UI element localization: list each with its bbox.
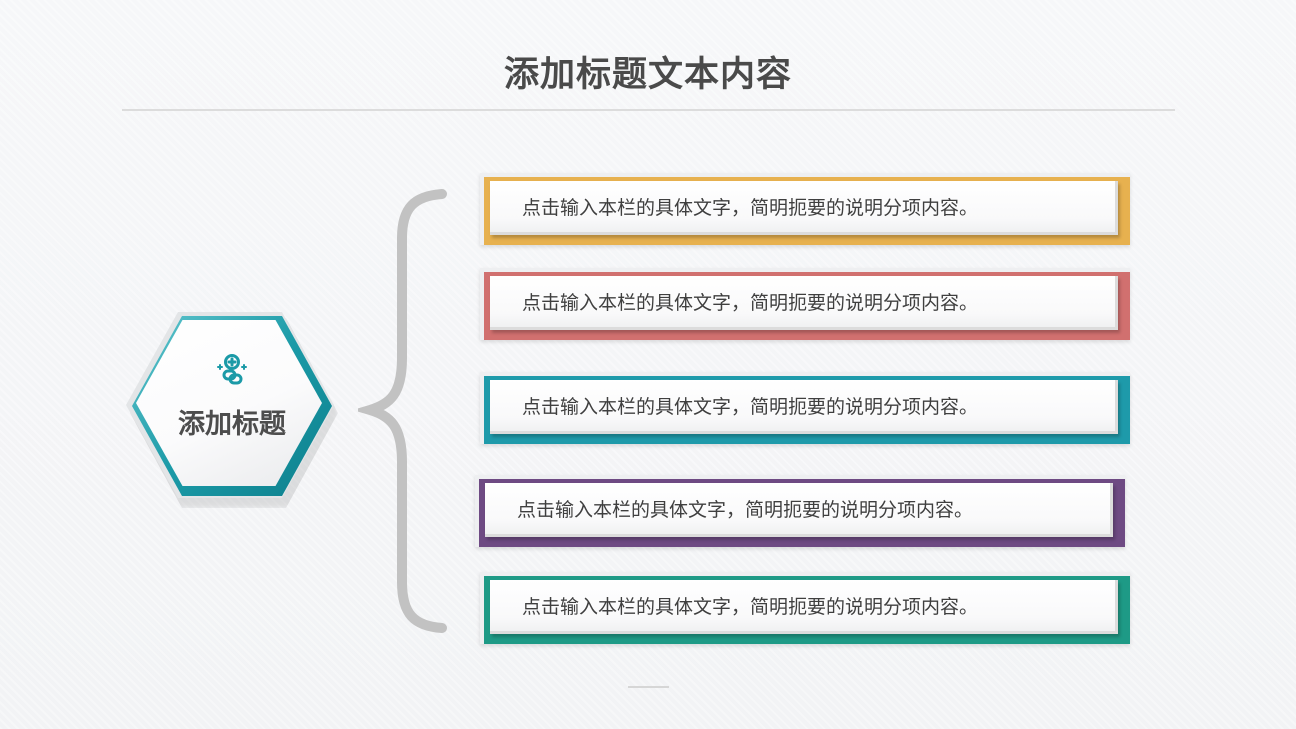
center-label: 添加标题 [178, 409, 286, 440]
curly-brace [358, 189, 447, 633]
card-plate [485, 483, 1113, 537]
footer-divider [628, 686, 669, 688]
center-hexagon: 添加标题 [122, 310, 342, 508]
list-item: 点击输入本栏的具体文字，简明扼要的说明分项内容。 [480, 173, 1130, 245]
card-text: 点击输入本栏的具体文字，简明扼要的说明分项内容。 [522, 596, 979, 618]
card-text: 点击输入本栏的具体文字，简明扼要的说明分项内容。 [522, 396, 979, 418]
list-item: 点击输入本栏的具体文字，简明扼要的说明分项内容。 [480, 572, 1130, 644]
list-item: 点击输入本栏的具体文字，简明扼要的说明分项内容。 [480, 372, 1130, 444]
list-item: 点击输入本栏的具体文字，简明扼要的说明分项内容。 [475, 475, 1125, 547]
card-plate [490, 580, 1118, 634]
slide-title: 添加标题文本内容 [503, 55, 792, 95]
card-text: 点击输入本栏的具体文字，简明扼要的说明分项内容。 [517, 499, 974, 521]
card-text: 点击输入本栏的具体文字，简明扼要的说明分项内容。 [522, 197, 979, 219]
link-plus-icon [217, 354, 247, 385]
card-text: 点击输入本栏的具体文字，简明扼要的说明分项内容。 [522, 292, 979, 314]
card-plate [490, 181, 1118, 235]
card-plate [490, 276, 1118, 330]
list-item: 点击输入本栏的具体文字，简明扼要的说明分项内容。 [480, 268, 1130, 340]
card-plate [490, 380, 1118, 434]
title-divider [122, 109, 1175, 111]
